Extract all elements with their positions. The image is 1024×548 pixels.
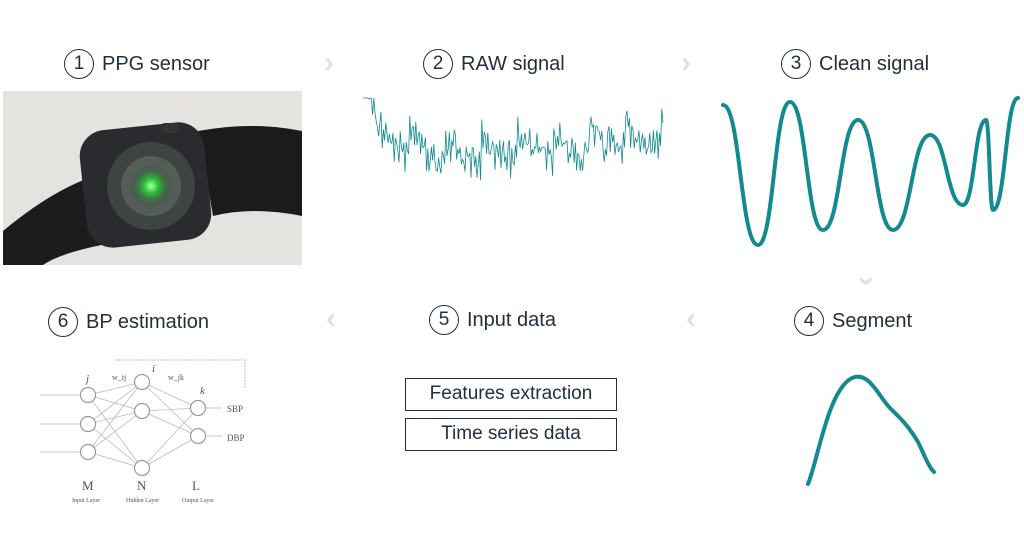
weight-label: w_jk	[168, 373, 184, 382]
neuron-node	[191, 401, 206, 416]
layer-letter: L	[192, 478, 200, 493]
neuron-node	[81, 445, 96, 460]
features-extraction-box: Features extraction	[405, 378, 617, 411]
segment-plot	[800, 370, 945, 490]
edge	[142, 436, 198, 468]
time-series-data-box: Time series data	[405, 418, 617, 451]
neural-network-diagram: j i k w_ij w_jk SBP DBP M N L Input Laye…	[30, 350, 280, 510]
output-sbp: SBP	[227, 404, 243, 414]
neuron-node	[81, 417, 96, 432]
edge	[142, 382, 198, 436]
edge	[88, 452, 142, 468]
arrow-down-icon: ›	[852, 276, 882, 286]
layer-letter: N	[137, 478, 147, 493]
step-number: 2	[423, 49, 453, 79]
step-ppg-sensor: 1 PPG sensor	[64, 49, 210, 79]
layer-name: Input Layer	[72, 498, 100, 504]
layer-name: Output Layer	[182, 498, 214, 504]
neuron-node	[135, 404, 150, 419]
step-number: 3	[781, 49, 811, 79]
raw-signal-plot	[360, 95, 666, 230]
output-dbp: DBP	[227, 433, 245, 443]
step-number: 6	[48, 307, 78, 337]
step-bp-estimation: 6 BP estimation	[48, 307, 209, 337]
neuron-node	[81, 388, 96, 403]
arrow-left-icon: ‹	[686, 304, 696, 334]
arrow-right-icon: ›	[681, 48, 691, 78]
edge	[142, 382, 198, 408]
weight-label: w_ij	[112, 373, 126, 382]
smartwatch-photo	[3, 91, 302, 265]
edge	[142, 411, 198, 436]
node-label-k: k	[200, 385, 206, 397]
neuron-node	[135, 375, 150, 390]
clean-signal-plot	[718, 90, 1024, 255]
step-label: Input data	[467, 309, 556, 332]
step-clean-signal: 3 Clean signal	[781, 49, 929, 79]
raw-waveform	[363, 98, 663, 180]
step-label: RAW signal	[461, 53, 565, 76]
step-raw-signal: 2 RAW signal	[423, 49, 565, 79]
step-number: 1	[64, 49, 94, 79]
step-label: Segment	[832, 310, 912, 333]
step-input-data: 5 Input data	[429, 305, 556, 335]
segment-waveform	[808, 377, 934, 484]
step-label: PPG sensor	[102, 53, 210, 76]
node-label-i: i	[152, 363, 155, 375]
step-label: BP estimation	[86, 311, 209, 334]
step-segment: 4 Segment	[794, 306, 912, 336]
layer-name: Hidden Layer	[126, 498, 159, 504]
edge	[142, 408, 198, 468]
node-label-j: j	[84, 373, 89, 385]
neuron-node	[135, 461, 150, 476]
neuron-node	[191, 429, 206, 444]
step-number: 4	[794, 306, 824, 336]
step-label: Clean signal	[819, 53, 929, 76]
step-number: 5	[429, 305, 459, 335]
arrow-right-icon: ›	[324, 48, 334, 78]
layer-letter: M	[82, 478, 94, 493]
clean-waveform	[723, 98, 1018, 245]
arrow-left-icon: ‹	[326, 304, 336, 334]
